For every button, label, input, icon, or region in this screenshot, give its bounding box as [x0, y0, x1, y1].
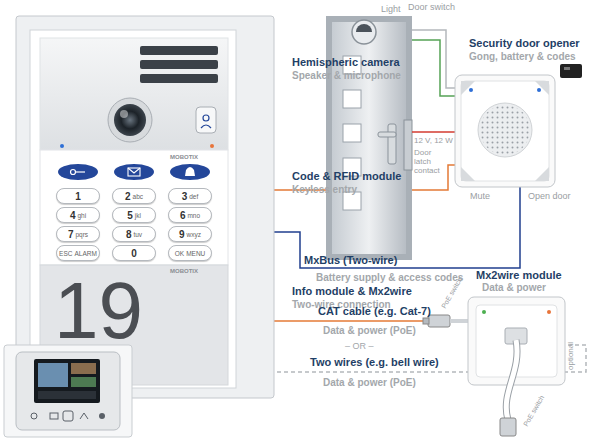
- door-opener: Security door openerGong, battery & code…: [455, 75, 555, 187]
- keypad-key: ESCALARM: [56, 245, 100, 261]
- key-label: 8: [126, 229, 132, 240]
- part-label: Light: [381, 4, 401, 14]
- key-label: 1: [75, 191, 81, 202]
- key-label: 3: [182, 191, 188, 202]
- key-label: OK: [175, 250, 184, 257]
- module-title: Mx2wire module: [476, 269, 562, 281]
- wire-label: MxBus (Two-wire): [304, 254, 397, 267]
- key-label: ALARM: [74, 250, 96, 257]
- alternative-note: – OR –: [345, 341, 374, 351]
- key-label: def: [189, 193, 198, 200]
- key-label: MENU: [186, 250, 205, 257]
- key-label: tuv: [133, 231, 142, 238]
- wire-label: Door switch: [408, 2, 455, 12]
- key-label: 2: [125, 191, 131, 202]
- module-subtitle: Data & power: [482, 282, 546, 293]
- button-label: Open door: [528, 191, 571, 201]
- key-label: abc: [133, 193, 143, 200]
- keypad-key: 9wxyz: [168, 226, 212, 242]
- module-subtitle: Gong, battery & codes: [469, 51, 576, 62]
- key-label: jkl: [135, 212, 141, 219]
- indoor-monitor: [4, 345, 132, 437]
- wire-note: Data & power (PoE): [323, 325, 416, 337]
- key-label: wxyz: [187, 231, 201, 238]
- key-label: mno: [187, 212, 200, 219]
- mx2wire-device: [423, 297, 565, 436]
- door-station: [16, 16, 274, 398]
- keypad-key: 8tuv: [112, 226, 156, 242]
- module-subtitle: Speaker & microphone: [292, 70, 401, 81]
- wire-note: Data & power (PoE): [323, 377, 416, 389]
- key-label: 7: [68, 229, 74, 240]
- keypad-key: 1: [56, 188, 100, 204]
- keypad-key: 5jkl: [112, 207, 156, 223]
- keypad-key: 6mno: [168, 207, 212, 223]
- brand-mark: MOBOTIX: [170, 154, 198, 161]
- wire-label: CAT cable (e.g. Cat-7): [318, 305, 431, 318]
- keypad-key: 4ghi: [56, 207, 100, 223]
- button-label: Mute: [470, 191, 490, 201]
- door-light-lamp: [352, 20, 376, 44]
- module-title: Info module & Mx2wire: [292, 285, 412, 297]
- wire-label: Two wires (e.g. bell wire): [310, 356, 439, 369]
- key-label: ESC: [59, 250, 72, 257]
- door-switch-wire: [412, 40, 455, 96]
- mx2wire-module: Mx2wire moduleData & power: [468, 297, 565, 385]
- module-title: Hemispheric camera: [292, 56, 400, 68]
- part-label: Door latch contact: [414, 148, 448, 176]
- wire-note: Battery supply & access codes: [316, 272, 463, 284]
- keypad-key: 7pqrs: [56, 226, 100, 242]
- key-label: 4: [70, 210, 76, 221]
- module-subtitle: Keyless entry: [292, 184, 357, 195]
- option-note: optional: [566, 342, 575, 370]
- door: [326, 16, 412, 260]
- keypad-module: Code & RFID moduleKeyless entry12abc3def…: [40, 150, 228, 265]
- latch-wire: [412, 131, 455, 133]
- keypad-key: 3def: [168, 188, 212, 204]
- module-title: Security door opener: [469, 37, 580, 49]
- keypad-key: OKMENU: [168, 245, 212, 261]
- door-opener-device: [455, 64, 582, 187]
- door-light: Light: [351, 19, 377, 45]
- key-label: pqrs: [75, 231, 88, 238]
- info-module: 19Info module & Mx2wireTwo-wire connecti…: [40, 265, 228, 385]
- keypad-key: 0: [112, 245, 156, 261]
- module-title: Code & RFID module: [292, 170, 401, 182]
- key-label: ghi: [77, 212, 86, 219]
- key-label: 0: [131, 248, 137, 259]
- key-label: 6: [180, 210, 186, 221]
- key-label: 5: [127, 210, 133, 221]
- brand-mark: MOBOTIX: [170, 268, 198, 275]
- key-label: 9: [179, 229, 185, 240]
- plug-label: PoE switch: [522, 394, 546, 428]
- voltage-label: 12 V, 12 W: [414, 136, 453, 145]
- keypad-key: 2abc: [112, 188, 156, 204]
- house-number: 19: [54, 271, 143, 351]
- camera-module: Hemispheric cameraSpeaker & microphone: [40, 38, 228, 150]
